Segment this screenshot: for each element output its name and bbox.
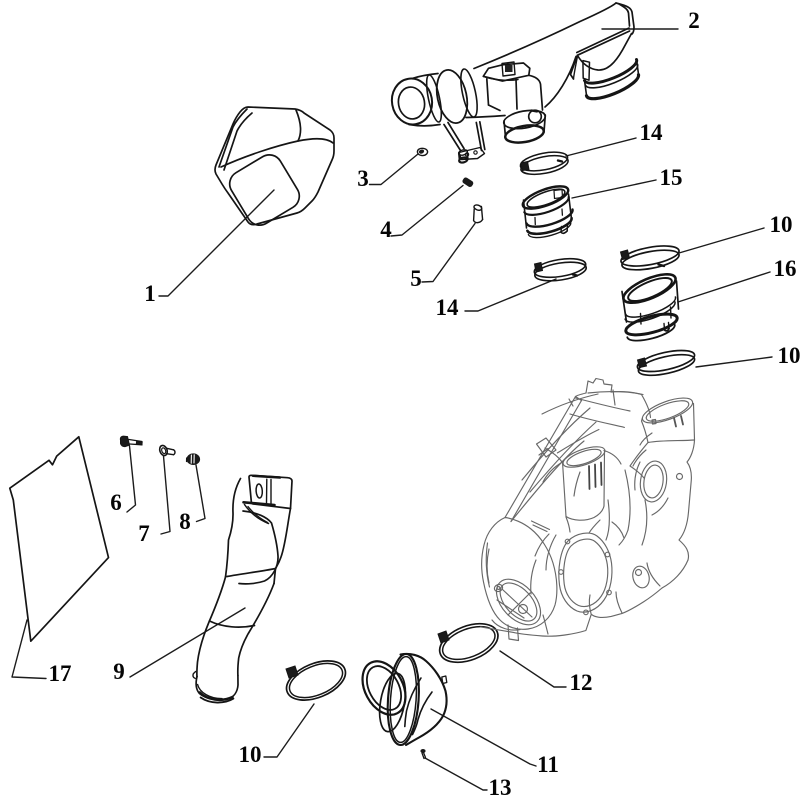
svg-text:16: 16 xyxy=(774,256,797,281)
svg-text:6: 6 xyxy=(110,490,122,515)
svg-text:3: 3 xyxy=(357,166,369,191)
svg-text:2: 2 xyxy=(688,8,700,33)
svg-text:17: 17 xyxy=(49,661,72,686)
svg-text:1: 1 xyxy=(144,281,156,306)
svg-text:5: 5 xyxy=(410,266,422,291)
svg-text:15: 15 xyxy=(660,165,683,190)
svg-text:14: 14 xyxy=(640,120,664,145)
svg-text:7: 7 xyxy=(138,521,150,546)
svg-text:4: 4 xyxy=(380,217,392,242)
svg-text:10: 10 xyxy=(778,343,800,368)
svg-text:14: 14 xyxy=(436,295,460,320)
svg-text:11: 11 xyxy=(537,752,559,777)
svg-text:10: 10 xyxy=(770,212,793,237)
svg-text:10: 10 xyxy=(239,742,262,767)
svg-text:8: 8 xyxy=(179,509,191,534)
svg-text:12: 12 xyxy=(570,670,593,695)
svg-text:13: 13 xyxy=(489,775,512,800)
svg-text:9: 9 xyxy=(113,659,125,684)
